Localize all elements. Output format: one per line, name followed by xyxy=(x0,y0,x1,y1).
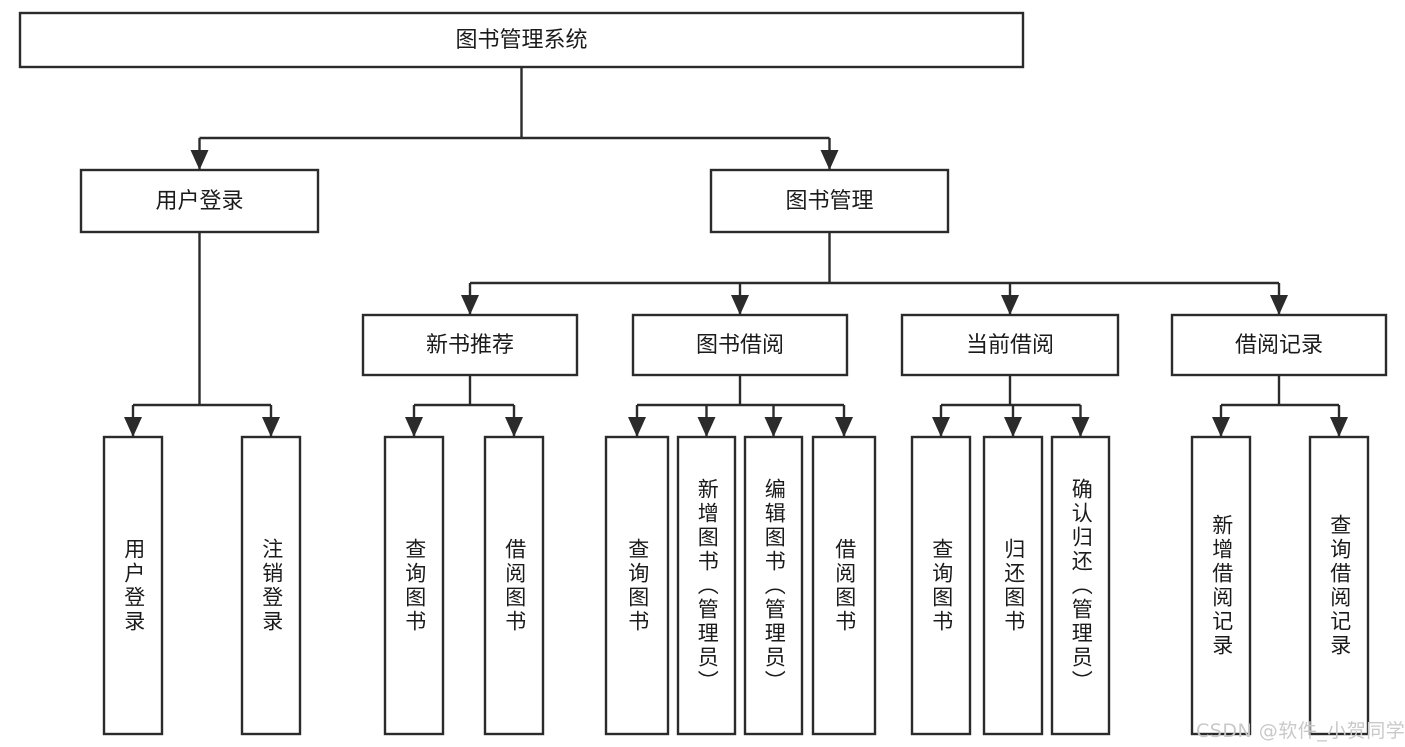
node-box-root[interactable] xyxy=(18,11,1025,69)
node-box-layer xyxy=(18,11,1388,736)
node-label-root: 图书管理系统 xyxy=(455,28,587,53)
node-label-book-manage: 图书管理 xyxy=(785,189,873,214)
arrow-icon-user-login xyxy=(190,150,209,170)
arrow-icon-book-manage xyxy=(820,150,839,170)
node-box-leaf-add-book[interactable] xyxy=(676,435,737,736)
arrow-icon-leaf-user-logout xyxy=(262,417,280,437)
node-box-leaf-return-book[interactable] xyxy=(982,435,1044,736)
node-box-leaf-query-book-rec[interactable] xyxy=(383,435,445,736)
node-box-leaf-query-record[interactable] xyxy=(1308,435,1370,736)
arrow-icon-leaf-borrow-book-rec xyxy=(505,417,523,437)
arrow-icon-leaf-add-book xyxy=(697,417,716,437)
node-label-borrow-record: 借阅记录 xyxy=(1235,333,1323,358)
node-box-leaf-confirm-return[interactable] xyxy=(1050,435,1111,736)
node-box-leaf-user-login[interactable] xyxy=(102,435,164,736)
node-box-current-borrow[interactable] xyxy=(900,313,1120,377)
arrow-icon-leaf-query-book-cur xyxy=(932,417,950,437)
node-box-leaf-edit-book[interactable] xyxy=(743,435,804,736)
arrow-icon-leaf-edit-book xyxy=(764,417,783,437)
csdn-watermark: CSDN @软件_小贺同学 xyxy=(1196,720,1405,742)
arrow-icon-leaf-return-book xyxy=(1004,417,1022,437)
node-box-user-login[interactable] xyxy=(79,168,320,234)
node-label-user-login: 用户登录 xyxy=(155,189,243,214)
arrow-icon-leaf-add-record xyxy=(1212,417,1230,437)
node-box-leaf-borrow-book[interactable] xyxy=(811,435,877,736)
node-box-book-manage[interactable] xyxy=(709,168,950,234)
arrow-icon-borrow-record xyxy=(1270,295,1288,315)
node-label-current-borrow: 当前借阅 xyxy=(966,333,1054,358)
arrow-icon-leaf-user-login xyxy=(124,417,142,437)
arrow-icon-leaf-borrow-book xyxy=(835,417,853,437)
node-label-new-book-rec: 新书推荐 xyxy=(426,333,514,358)
node-box-book-borrow[interactable] xyxy=(631,313,849,377)
arrow-icon-leaf-query-book-borrow xyxy=(628,417,646,437)
node-box-leaf-borrow-book-rec[interactable] xyxy=(483,435,545,736)
arrow-icon-leaf-query-record xyxy=(1330,417,1348,437)
node-label-book-borrow: 图书借阅 xyxy=(696,333,784,358)
node-box-leaf-query-book-borrow[interactable] xyxy=(604,435,670,736)
arrow-icon-new-book-rec xyxy=(461,295,479,315)
arrow-icon-book-borrow xyxy=(731,295,749,315)
node-box-leaf-user-logout[interactable] xyxy=(240,435,302,736)
arrow-icon-current-borrow xyxy=(1001,295,1019,315)
connector-layer xyxy=(124,67,1348,437)
node-box-leaf-query-book-cur[interactable] xyxy=(910,435,972,736)
arrow-icon-leaf-confirm-return xyxy=(1071,417,1090,437)
arrow-icon-leaf-query-book-rec xyxy=(405,417,423,437)
node-box-new-book-rec[interactable] xyxy=(361,313,579,377)
node-box-leaf-add-record[interactable] xyxy=(1190,435,1252,736)
node-box-borrow-record[interactable] xyxy=(1170,313,1388,377)
